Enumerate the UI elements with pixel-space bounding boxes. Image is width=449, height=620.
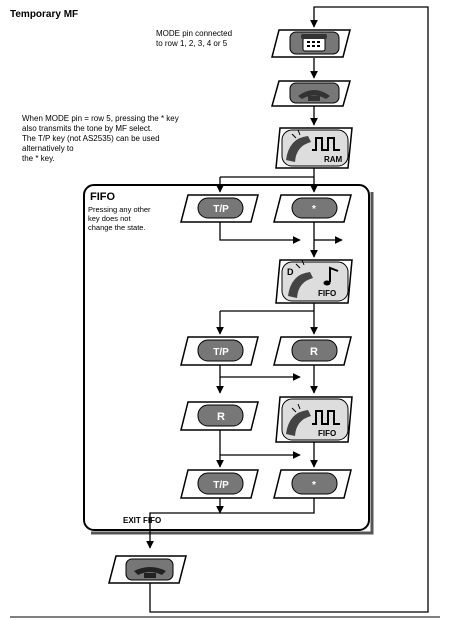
tone-wave-icon-2 <box>312 410 340 425</box>
fifo-entry-box: D FIFO <box>275 259 353 304</box>
r-key-label-2: R <box>217 411 225 423</box>
fifo-note-line2: key does not <box>88 214 131 223</box>
tp-key-label-1: T/P <box>213 204 229 215</box>
fifo-region-title: FIFO <box>90 191 115 203</box>
ram-box: RAM <box>275 127 353 169</box>
tp-key-box-1: T/P <box>180 194 259 223</box>
handset-tone-icon <box>286 136 311 162</box>
fifo-note-line3: change the state. <box>88 223 146 232</box>
row5-note-line5: the * key. <box>22 154 55 163</box>
r-key-box-2: R <box>180 401 259 431</box>
star-key-box-2: * <box>273 469 352 499</box>
flow-connectors <box>146 6 429 613</box>
row5-note-line2: also transmits the tone by MF select. <box>22 124 152 133</box>
d-label: D <box>287 267 294 277</box>
ram-label: RAM <box>324 155 343 164</box>
mode-pin-note-line2: to row 1, 2, 3, 4 or 5 <box>156 39 228 48</box>
fifo-label-bottom: FIFO <box>318 429 336 438</box>
page-title: Temporary MF <box>10 9 78 20</box>
telephone-icon <box>301 34 327 52</box>
row5-note-line3: The T/P key (not AS2535) can be used <box>22 134 160 143</box>
fifo-note-line1: Pressing any other <box>88 205 151 214</box>
handset-note-icon <box>288 272 313 298</box>
star-key-label-1: * <box>312 204 316 215</box>
fifo-label-top: FIFO <box>318 289 336 298</box>
r-key-box-1: R <box>273 336 352 366</box>
handset-down-icon <box>134 567 166 575</box>
tone-wave-icon <box>312 137 340 151</box>
tp-key-label-2: T/P <box>213 347 229 358</box>
star-key-box-1: * <box>273 194 352 223</box>
handset-lift-box <box>271 80 351 107</box>
mode-pin-note-line1: MODE pin connected <box>156 29 232 38</box>
row5-note-line4: alternatively to <box>22 144 74 153</box>
music-note-icon <box>329 266 339 282</box>
star-key-label-2: * <box>312 480 316 491</box>
row5-note-line1: When MODE pin = row 5, pressing the * ke… <box>22 114 179 123</box>
fifo-tone-box: FIFO <box>275 396 353 443</box>
handset-down-box <box>108 555 187 584</box>
r-key-label-1: R <box>310 346 318 358</box>
handset-tone-icon-2 <box>286 410 311 436</box>
tp-key-label-3: T/P <box>213 480 229 491</box>
tp-key-box-3: T/P <box>180 469 259 499</box>
handset-lift-icon <box>298 90 330 99</box>
telephone-box <box>271 29 351 58</box>
exit-fifo-label: EXIT FIFO <box>123 516 161 525</box>
tp-key-box-2: T/P <box>180 336 259 366</box>
